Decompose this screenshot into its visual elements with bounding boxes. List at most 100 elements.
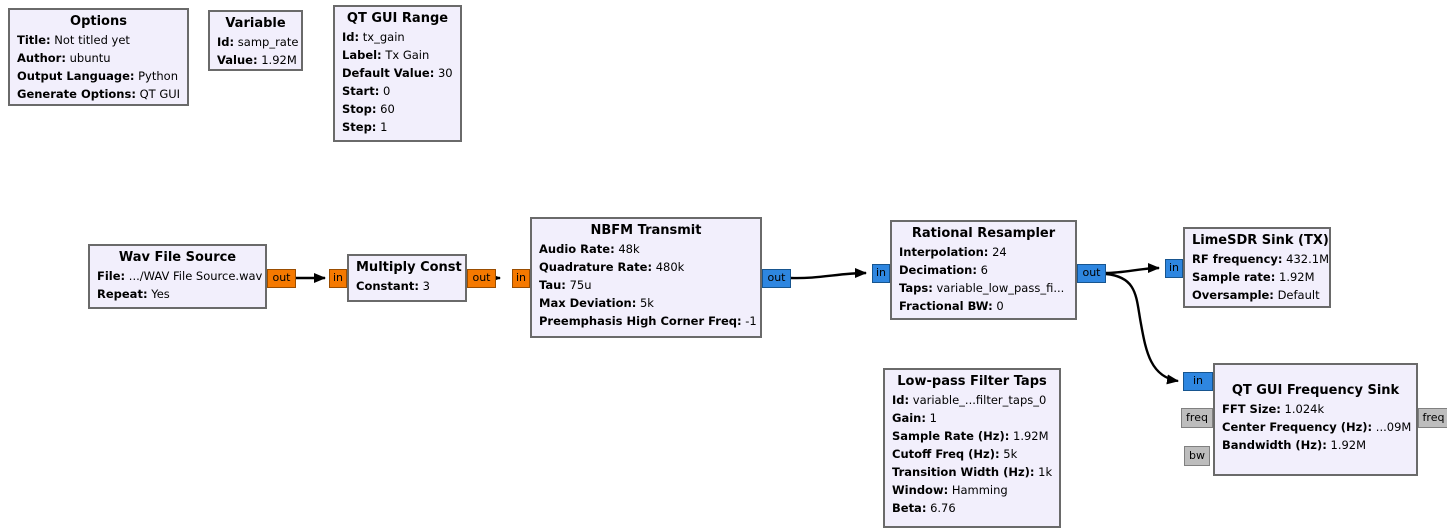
param-value: 432.1M <box>1286 252 1330 266</box>
port-freq-right[interactable]: freq <box>1418 408 1447 428</box>
param-value: 480k <box>655 260 685 274</box>
block-low-pass-filter-taps[interactable]: Low-pass Filter Taps Id: variable_...fil… <box>883 368 1061 528</box>
param-row: Sample Rate (Hz): 1.92M <box>892 427 1052 445</box>
param-label: Value: <box>217 53 258 67</box>
param-label: Beta: <box>892 501 927 515</box>
param-label: Constant: <box>356 279 419 293</box>
block-nbfm-transmit[interactable]: NBFM Transmit Audio Rate: 48k Quadrature… <box>530 217 762 338</box>
param-value: samp_rate <box>237 35 299 49</box>
param-row: Fractional BW: 0 <box>899 297 1068 315</box>
block-multiply-const[interactable]: Multiply Const Constant: 3 <box>347 254 467 302</box>
param-row: File: .../WAV File Source.wav <box>97 267 262 285</box>
param-row: Repeat: Yes <box>97 285 258 303</box>
param-label: RF frequency: <box>1192 252 1283 266</box>
param-row: Max Deviation: 5k <box>539 294 753 312</box>
param-value: 3 <box>422 279 430 293</box>
param-row: Step: 1 <box>342 118 453 136</box>
port-freq-left[interactable]: freq <box>1181 408 1213 428</box>
param-label: Title: <box>17 33 51 47</box>
param-label: Oversample: <box>1192 288 1274 302</box>
param-row: Output Language: Python <box>17 67 180 85</box>
param-row: RF frequency: 432.1M <box>1192 250 1329 268</box>
block-qt-gui-range[interactable]: QT GUI Range Id: tx_gain Label: Tx Gain … <box>333 5 462 142</box>
port-in[interactable]: in <box>329 269 347 288</box>
block-wav-file-source[interactable]: Wav File Source File: .../WAV File Sourc… <box>88 244 267 309</box>
param-value: 1.92M <box>1330 438 1367 452</box>
param-label: Id: <box>342 30 360 44</box>
connection-resampler-to-limesdr[interactable] <box>1105 263 1160 275</box>
param-row: FFT Size: 1.024k <box>1222 400 1409 418</box>
param-value: 5k <box>1003 447 1018 461</box>
param-label: Start: <box>342 84 380 98</box>
param-value: variable_...filter_taps_0 <box>912 393 1047 407</box>
param-row: Bandwidth (Hz): 1.92M <box>1222 436 1409 454</box>
param-row: Sample rate: 1.92M <box>1192 268 1322 286</box>
param-value: 0 <box>996 299 1004 313</box>
param-row: Id: variable_...filter_taps_0 <box>892 391 1052 409</box>
param-row: Cutoff Freq (Hz): 5k <box>892 445 1052 463</box>
param-label: Label: <box>342 48 382 62</box>
port-in[interactable]: in <box>512 269 530 288</box>
port-in[interactable]: in <box>872 264 890 283</box>
param-row: Author: ubuntu <box>17 49 180 67</box>
param-value: 5k <box>639 296 654 310</box>
param-label: Tau: <box>539 278 566 292</box>
block-rational-resampler[interactable]: Rational Resampler Interpolation: 24 Dec… <box>890 220 1077 320</box>
block-title: Options <box>70 14 127 29</box>
port-out[interactable]: out <box>762 269 791 288</box>
param-label: Taps: <box>899 281 933 295</box>
connection-nbfm-to-resampler[interactable] <box>790 268 867 280</box>
param-value: Tx Gain <box>385 48 430 62</box>
block-title: Variable <box>225 16 286 31</box>
param-value: 6.76 <box>930 501 956 515</box>
param-value: 0 <box>382 84 391 98</box>
param-row: Constant: 3 <box>356 277 458 295</box>
block-qt-gui-frequency-sink[interactable]: QT GUI Frequency Sink FFT Size: 1.024k C… <box>1213 363 1418 476</box>
param-row: Oversample: Default <box>1192 286 1322 304</box>
param-label: Output Language: <box>17 69 135 83</box>
param-value: Not titled yet <box>54 33 130 47</box>
param-label: Decimation: <box>899 263 977 277</box>
param-value: -1 <box>745 314 757 328</box>
param-value: 1.92M <box>1279 270 1315 284</box>
block-title: Rational Resampler <box>911 226 1056 241</box>
param-value: 1k <box>1038 465 1053 479</box>
param-row: Window: Hamming <box>892 481 1052 499</box>
param-value: 1 <box>929 411 937 425</box>
param-row: Decimation: 6 <box>899 261 1068 279</box>
param-label: File: <box>97 269 126 283</box>
block-title: QT GUI Range <box>346 11 449 26</box>
param-label: Gain: <box>892 411 926 425</box>
param-value: 75u <box>569 278 592 292</box>
block-options[interactable]: Options Title: Not titled yet Author: ub… <box>8 8 189 106</box>
param-row: Transition Width (Hz): 1k <box>892 463 1052 481</box>
param-label: Step: <box>342 120 377 134</box>
param-row: Quadrature Rate: 480k <box>539 258 753 276</box>
connection-resampler-to-freqsink[interactable] <box>1105 272 1179 385</box>
port-out[interactable]: out <box>467 269 496 288</box>
param-label: Id: <box>217 35 235 49</box>
param-value: variable_low_pass_fi... <box>936 281 1065 295</box>
param-label: Author: <box>17 51 66 65</box>
block-title: QT GUI Frequency Sink <box>1231 383 1400 398</box>
param-value: 1.92M <box>261 53 297 67</box>
param-label: Center Frequency (Hz): <box>1222 420 1373 434</box>
param-label: Cutoff Freq (Hz): <box>892 447 1000 461</box>
param-row: Tau: 75u <box>539 276 753 294</box>
port-in[interactable]: in <box>1183 372 1213 391</box>
param-row: Gain: 1 <box>892 409 1052 427</box>
port-out[interactable]: out <box>267 269 296 288</box>
port-in[interactable]: in <box>1165 259 1183 278</box>
param-row: Stop: 60 <box>342 100 453 118</box>
param-value: 30 <box>437 66 453 80</box>
param-value: Python <box>138 69 178 83</box>
param-row: Audio Rate: 48k <box>539 240 753 258</box>
port-bw[interactable]: bw <box>1184 446 1210 466</box>
block-variable[interactable]: Variable Id: samp_rate Value: 1.92M <box>208 10 303 71</box>
param-value: ubuntu <box>69 51 111 65</box>
block-limesdr-sink-tx[interactable]: LimeSDR Sink (TX) RF frequency: 432.1M S… <box>1183 227 1331 308</box>
port-out[interactable]: out <box>1077 264 1106 283</box>
param-row: Value: 1.92M <box>217 51 297 69</box>
param-label: Bandwidth (Hz): <box>1222 438 1327 452</box>
param-value: Yes <box>151 287 170 301</box>
